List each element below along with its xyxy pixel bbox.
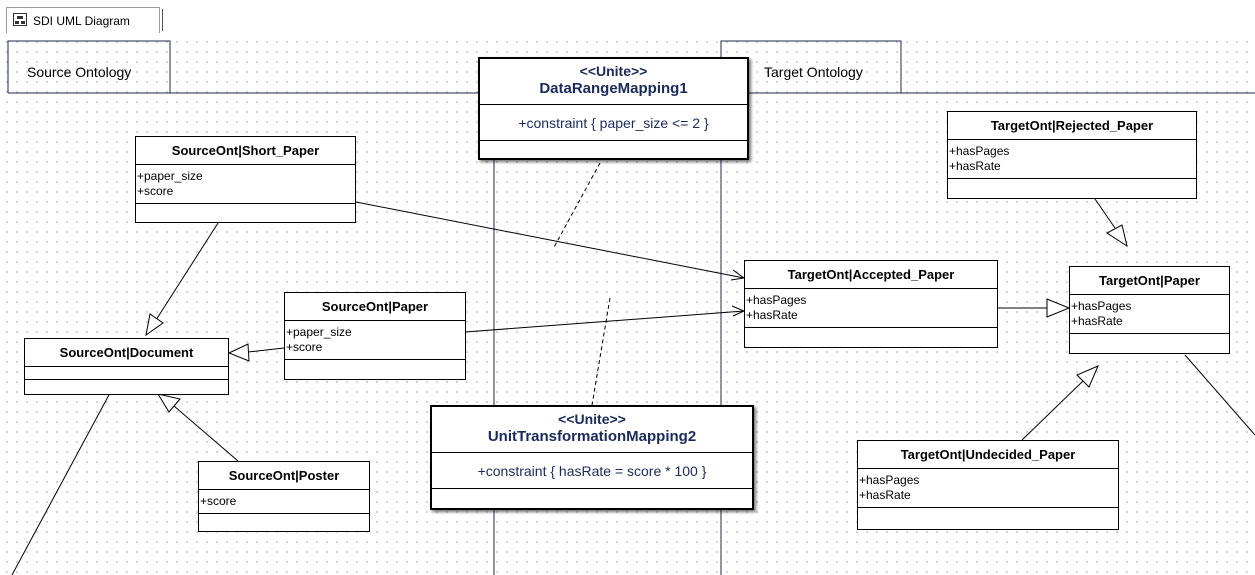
data-range-mapping[interactable]: <<Unite>> DataRangeMapping1 +constraint … bbox=[478, 57, 749, 160]
class-attributes: +paper_size +score bbox=[136, 165, 355, 204]
source-paper-to-document-generalization bbox=[247, 347, 285, 353]
paper-outgoing-edge bbox=[1184, 354, 1255, 436]
generalization-triangle bbox=[145, 313, 164, 337]
mapping1-dashed-link bbox=[552, 162, 601, 250]
class-name: SourceOnt|Paper bbox=[285, 293, 465, 321]
class-target-accepted-paper[interactable]: TargetOnt|Accepted_Paper +hasPages +hasR… bbox=[744, 260, 998, 348]
class-attribute: +paper_size bbox=[286, 325, 352, 339]
class-operations bbox=[25, 380, 228, 394]
class-source-document[interactable]: SourceOnt|Document bbox=[24, 338, 229, 395]
mapping-operations bbox=[432, 489, 752, 508]
generalization-triangle bbox=[227, 343, 250, 362]
class-attributes: +paper_size +score bbox=[285, 321, 465, 360]
class-name: TargetOnt|Accepted_Paper bbox=[745, 261, 997, 289]
generalization-triangle bbox=[1046, 298, 1071, 318]
class-attributes: +hasPages +hasRate bbox=[745, 289, 997, 328]
class-attribute: +hasPages bbox=[859, 473, 920, 487]
class-operations bbox=[858, 508, 1118, 529]
class-operations bbox=[136, 204, 355, 222]
class-name: TargetOnt|Undecided_Paper bbox=[858, 441, 1118, 469]
generalization-triangle bbox=[156, 393, 181, 413]
undecided-to-paper-generalization bbox=[1021, 380, 1084, 441]
class-attribute: +score bbox=[200, 494, 237, 508]
class-name: SourceOnt|Document bbox=[25, 339, 228, 367]
mapping-constraint: +constraint { hasRate = score * 100 } bbox=[432, 453, 752, 489]
short-paper-to-document-generalization bbox=[155, 222, 219, 321]
mapping-name: UnitTransformationMapping2 bbox=[487, 428, 697, 445]
class-attribute: +hasRate bbox=[949, 159, 1001, 173]
class-attribute: +paper_size bbox=[137, 169, 203, 183]
short-paper-to-accepted-link bbox=[355, 201, 745, 279]
diagram-canvas[interactable]: Source Ontology Target Ontology <<Unite>… bbox=[0, 35, 1255, 575]
class-name: TargetOnt|Paper bbox=[1070, 267, 1229, 295]
document-outgoing-edge bbox=[11, 392, 111, 575]
connectors-layer bbox=[7, 40, 1255, 575]
mapping-stereotype: <<Unite>> bbox=[558, 411, 626, 427]
class-operations bbox=[1070, 334, 1229, 353]
source-ontology-lane-label: Source Ontology bbox=[27, 64, 132, 80]
class-operations bbox=[948, 179, 1196, 198]
class-operations bbox=[199, 514, 369, 531]
mapping-operations bbox=[480, 141, 747, 158]
generalization-triangle bbox=[1106, 224, 1128, 248]
poster-to-document-generalization bbox=[173, 405, 239, 462]
arrowhead-open bbox=[730, 269, 746, 281]
mapping2-dashed-link bbox=[591, 297, 611, 406]
class-name: TargetOnt|Rejected_Paper bbox=[948, 112, 1196, 140]
generalization-triangle bbox=[1076, 365, 1099, 388]
class-attributes: +hasPages +hasRate bbox=[858, 469, 1118, 508]
class-attribute: +score bbox=[137, 184, 174, 198]
class-attribute: +hasRate bbox=[746, 308, 798, 322]
source-lane-header-border bbox=[7, 40, 171, 93]
tab-label: SDI UML Diagram bbox=[33, 14, 130, 28]
class-attribute: +hasRate bbox=[859, 488, 911, 502]
class-attributes: +score bbox=[199, 490, 369, 514]
class-operations bbox=[285, 360, 465, 379]
diagram-toolbar: SDI UML Diagram bbox=[0, 0, 1255, 35]
mapping-header: <<Unite>> UnitTransformationMapping2 bbox=[432, 407, 752, 453]
class-attribute: +hasPages bbox=[746, 293, 807, 307]
source-paper-to-accepted-link bbox=[464, 310, 745, 333]
mapping-stereotype: <<Unite>> bbox=[579, 63, 648, 79]
target-ontology-lane-label: Target Ontology bbox=[764, 64, 863, 80]
class-operations bbox=[745, 328, 997, 347]
class-source-short-paper[interactable]: SourceOnt|Short_Paper +paper_size +score bbox=[135, 136, 356, 223]
mapping-header: <<Unite>> DataRangeMapping1 bbox=[480, 59, 747, 105]
class-attributes: +hasPages +hasRate bbox=[1070, 295, 1229, 334]
class-attribute: +hasPages bbox=[1071, 299, 1132, 313]
class-name: SourceOnt|Poster bbox=[199, 462, 369, 490]
diagram-icon bbox=[13, 13, 27, 26]
class-attributes: +hasPages +hasRate bbox=[948, 140, 1196, 179]
tab-separator bbox=[162, 9, 163, 31]
unit-transformation-mapping[interactable]: <<Unite>> UnitTransformationMapping2 +co… bbox=[430, 405, 754, 510]
mapping-constraint: +constraint { paper_size <= 2 } bbox=[480, 105, 747, 141]
class-source-paper[interactable]: SourceOnt|Paper +paper_size +score bbox=[284, 292, 466, 380]
class-target-paper[interactable]: TargetOnt|Paper +hasPages +hasRate bbox=[1069, 266, 1230, 354]
class-attributes bbox=[25, 367, 228, 380]
class-name: SourceOnt|Short_Paper bbox=[136, 137, 355, 165]
tab-sdi-uml-diagram[interactable]: SDI UML Diagram bbox=[6, 7, 160, 33]
class-attribute: +hasRate bbox=[1071, 314, 1123, 328]
class-attribute: +score bbox=[286, 340, 323, 354]
mapping-name: DataRangeMapping1 bbox=[539, 80, 688, 97]
class-target-rejected-paper[interactable]: TargetOnt|Rejected_Paper +hasPages +hasR… bbox=[947, 111, 1197, 199]
class-target-undecided-paper[interactable]: TargetOnt|Undecided_Paper +hasPages +has… bbox=[857, 440, 1119, 530]
class-attribute: +hasPages bbox=[949, 144, 1010, 158]
class-source-poster[interactable]: SourceOnt|Poster +score bbox=[198, 461, 370, 532]
rejected-to-paper-generalization bbox=[1094, 198, 1116, 229]
